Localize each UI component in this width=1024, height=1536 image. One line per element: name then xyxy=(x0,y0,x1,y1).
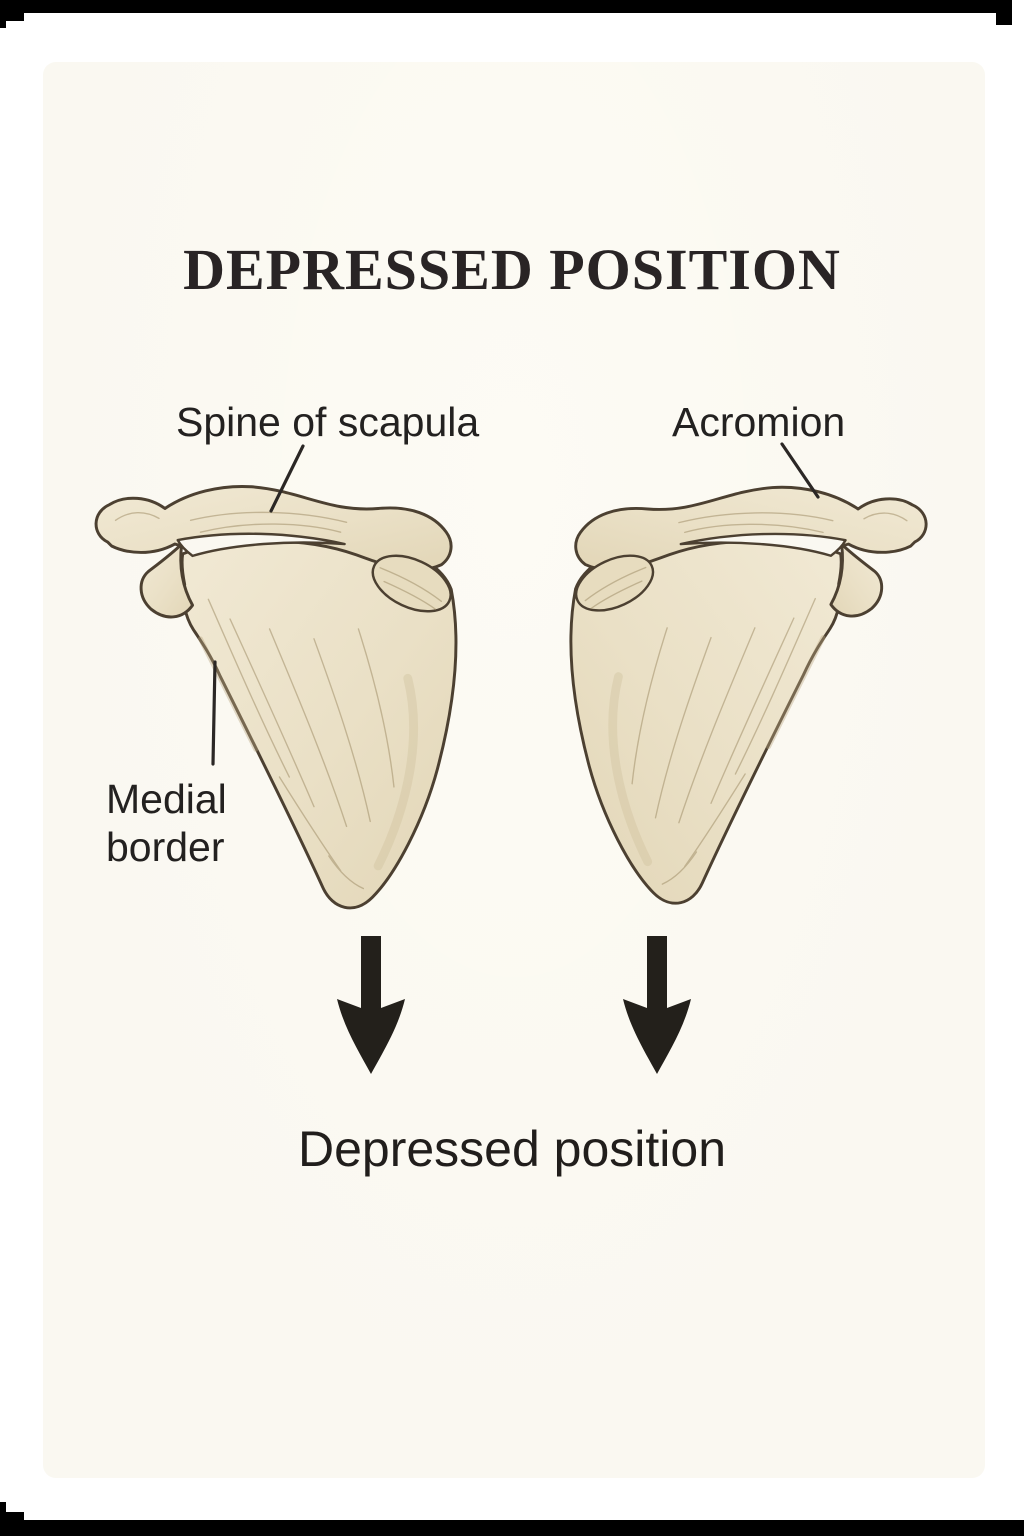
scapula-right-figure xyxy=(560,476,940,921)
page-title: DEPRESSED POSITION xyxy=(183,237,841,302)
label-medial-border: Medial border xyxy=(106,776,227,870)
label-acromion: Acromion xyxy=(672,399,846,445)
film-edge-bottom xyxy=(0,1520,1024,1536)
film-edge-top-left-step2 xyxy=(0,21,6,28)
scapula-left-figure xyxy=(82,478,467,923)
film-edge-top xyxy=(0,0,1012,13)
film-edge-bottom-left-step1 xyxy=(0,1512,24,1520)
film-edge-bottom-left-step2 xyxy=(0,1502,6,1512)
down-arrow-right-icon xyxy=(617,936,697,1076)
paper-canvas xyxy=(43,62,985,1478)
film-edge-top-right-notch xyxy=(996,13,1012,25)
down-arrow-left-icon xyxy=(331,936,411,1076)
figure-caption: Depressed position xyxy=(297,1121,727,1177)
film-edge-top-left-step1 xyxy=(0,13,24,21)
label-spine-of-scapula: Spine of scapula xyxy=(176,399,480,445)
